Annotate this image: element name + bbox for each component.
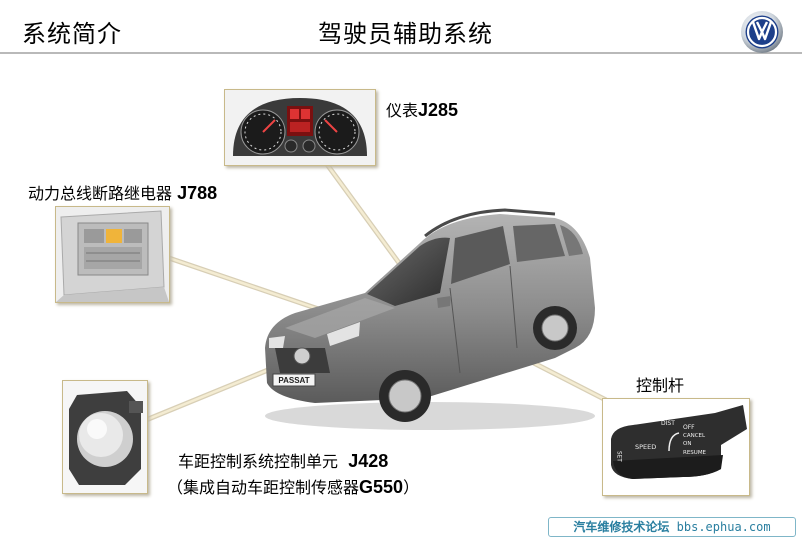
lever-on-label: ON <box>683 441 691 447</box>
control-lever-icon: DIST OFF CANCEL ON RESUME SPEED SET <box>603 399 749 495</box>
relay-callout: 动力总线断路继电器 J788 <box>28 180 217 204</box>
lever-cancel-label: CANCEL <box>683 433 706 439</box>
forum-watermark: 汽车维修技术论坛 bbs.ephua.com <box>548 517 796 537</box>
lever-set-label: SET <box>616 451 623 462</box>
acc-sensor-open: （集成自动车距控制传感器 <box>167 478 360 497</box>
relay-icon <box>56 207 169 302</box>
acc-unit-label: 车距控制系统控制单元 <box>178 452 339 471</box>
leader-line-cluster <box>324 162 412 279</box>
leader-line-sensor <box>145 368 269 422</box>
cluster-label: 仪表 <box>386 101 419 120</box>
acc-sensor-image <box>62 380 148 494</box>
cluster-code: J285 <box>418 100 459 120</box>
acc-unit-callout: 车距控制系统控制单元 J428 <box>178 448 388 472</box>
instrument-cluster-image <box>224 89 376 166</box>
car-illustration: PASSAT <box>265 208 595 430</box>
acc-sensor-callout: （集成自动车距控制传感器G550） <box>167 474 419 498</box>
watermark-url: bbs.ephua.com <box>676 520 771 534</box>
lever-dist-label: DIST <box>661 420 675 427</box>
acc-sensor-code: G550 <box>359 477 404 497</box>
watermark-cn: 汽车维修技术论坛 <box>573 520 670 534</box>
vw-logo-icon <box>741 11 783 53</box>
header-divider <box>0 52 802 54</box>
lever-speed-label: SPEED <box>635 443 656 451</box>
relay-image <box>55 206 170 303</box>
radar-sensor-icon <box>63 381 147 493</box>
relay-label: 动力总线断路继电器 <box>28 184 173 203</box>
relay-code: J788 <box>177 183 218 203</box>
acc-unit-code: J428 <box>348 451 389 471</box>
lever-resume-label: RESUME <box>683 450 707 456</box>
section-title: 系统简介 <box>22 20 122 48</box>
instrument-cluster-icon <box>225 90 375 165</box>
acc-sensor-close: ） <box>403 478 420 497</box>
control-lever-image: DIST OFF CANCEL ON RESUME SPEED SET <box>602 398 750 496</box>
page-title: 驾驶员辅助系统 <box>318 20 493 48</box>
lever-off-label: OFF <box>683 424 695 431</box>
license-plate: PASSAT <box>278 376 309 385</box>
cluster-callout: 仪表J285 <box>386 97 458 121</box>
lever-callout: 控制杆 <box>636 376 685 395</box>
